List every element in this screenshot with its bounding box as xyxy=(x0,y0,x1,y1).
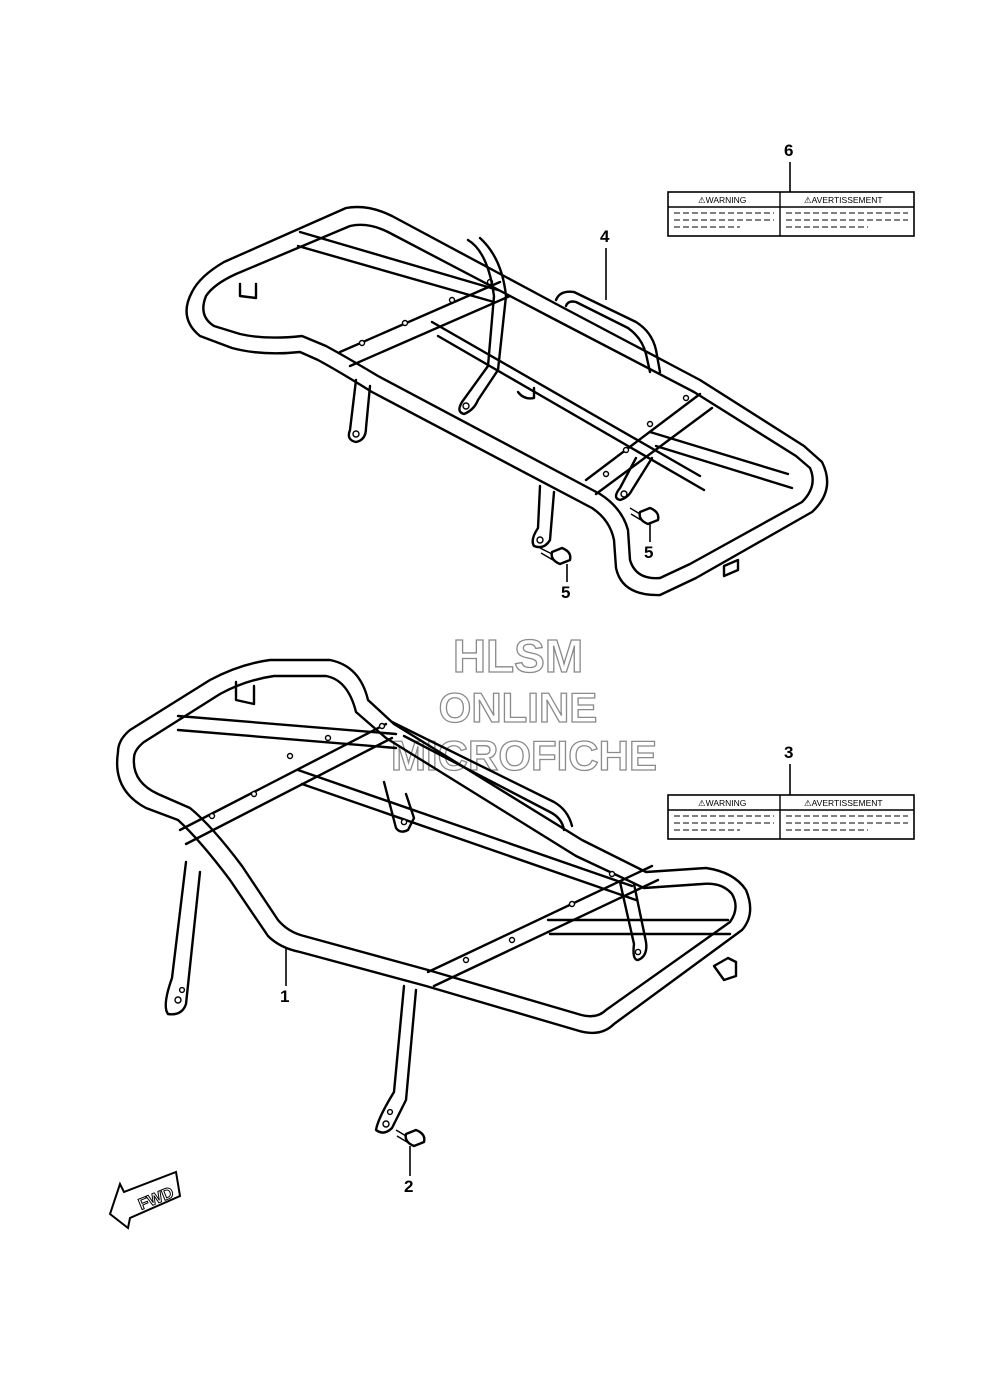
rear-carrier-lower xyxy=(115,658,752,1134)
svg-text:1: 1 xyxy=(280,987,289,1006)
callout-4: 4 xyxy=(600,227,610,300)
callout-2: 2 xyxy=(404,1146,413,1196)
upper-rack-outer-tube xyxy=(185,205,829,597)
watermark: HLSM ONLINE MICROFICHE xyxy=(390,629,657,779)
warning-label-lower: ⚠WARNING ⚠AVERTISSEMENT xyxy=(667,794,915,840)
svg-text:4: 4 xyxy=(600,227,610,246)
warning-label-upper-en: ⚠WARNING xyxy=(698,195,746,205)
bolt-5-right xyxy=(629,506,660,526)
warning-label-upper: ⚠WARNING ⚠AVERTISSEMENT xyxy=(667,191,915,237)
bolt-5-left xyxy=(539,546,572,566)
callout-6: 6 xyxy=(784,141,793,192)
rear-carrier-upper xyxy=(185,205,829,597)
lower-rack-inner-tube xyxy=(132,674,737,1018)
callout-1: 1 xyxy=(280,948,289,1006)
svg-text:2: 2 xyxy=(404,1177,413,1196)
svg-text:5: 5 xyxy=(561,583,570,602)
svg-text:6: 6 xyxy=(784,141,793,160)
fwd-arrow-icon: FWD xyxy=(108,1170,182,1230)
bolt-2 xyxy=(395,1128,426,1148)
upper-rack-grip xyxy=(554,290,662,374)
warning-label-upper-fr: ⚠AVERTISSEMENT xyxy=(804,195,883,205)
svg-text:5: 5 xyxy=(644,543,653,562)
svg-text:3: 3 xyxy=(784,743,793,762)
watermark-line-2: ONLINE xyxy=(439,684,598,731)
watermark-line-3: MICROFICHE xyxy=(391,732,657,779)
warning-label-lower-fr: ⚠AVERTISSEMENT xyxy=(804,798,883,808)
warning-label-lower-en: ⚠WARNING xyxy=(698,798,746,808)
watermark-line-1: HLSM xyxy=(453,630,583,682)
lower-rack-outer-tube xyxy=(115,658,752,1035)
callout-3: 3 xyxy=(784,743,793,795)
callout-5-right: 5 xyxy=(644,524,653,562)
upper-rack-inner-tube xyxy=(202,223,814,580)
callout-5-left: 5 xyxy=(561,564,570,602)
